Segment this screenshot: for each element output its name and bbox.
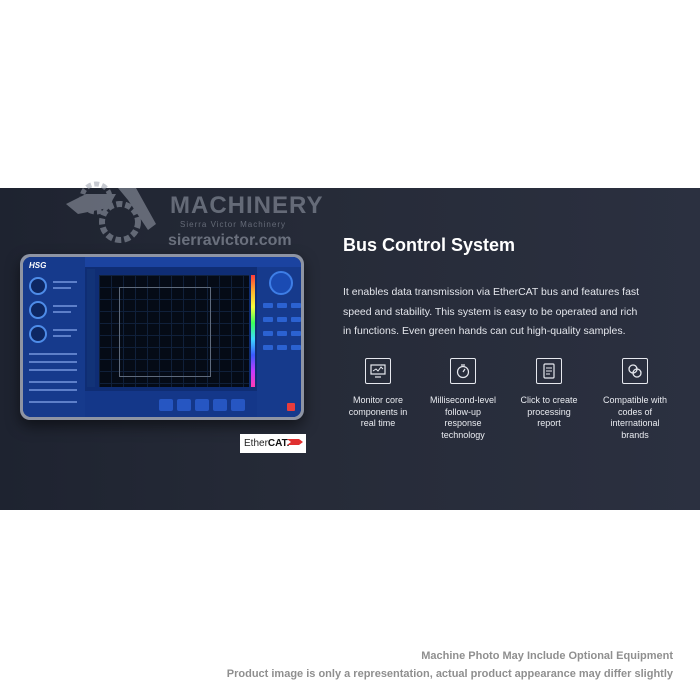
feature-report: Click to create processing report xyxy=(509,358,589,430)
link-icon xyxy=(622,358,648,384)
gauge-icon xyxy=(29,277,47,295)
control-button[interactable] xyxy=(277,345,287,350)
watermark-brand: MACHINERY xyxy=(170,192,324,219)
hsg-software-screen: HSG xyxy=(23,257,301,417)
tablet-mockup: HSG xyxy=(20,254,304,420)
hsg-logo: HSG xyxy=(29,261,47,270)
feature-label: Monitor core components in real time xyxy=(348,395,408,428)
gauge-icon xyxy=(29,325,47,343)
monitor-icon xyxy=(365,358,391,384)
feature-label: Compatible with codes of international b… xyxy=(602,395,668,440)
bottom-toolbar xyxy=(85,391,257,417)
ethercat-arrow-icon xyxy=(287,439,303,445)
control-button[interactable] xyxy=(263,331,273,336)
tool-button[interactable] xyxy=(231,399,245,411)
feature-label: Click to create processing report xyxy=(520,395,578,428)
top-menubar[interactable] xyxy=(85,257,301,267)
control-button[interactable] xyxy=(291,331,301,336)
tool-button[interactable] xyxy=(213,399,227,411)
gauge-icon xyxy=(29,301,47,319)
ethercat-suffix: CAT. xyxy=(267,438,290,449)
tool-button[interactable] xyxy=(159,399,173,411)
ethercat-prefix: Ether xyxy=(244,438,268,449)
stopwatch-icon xyxy=(450,358,476,384)
control-button[interactable] xyxy=(277,303,287,308)
control-button[interactable] xyxy=(291,303,301,308)
layer-color-palette[interactable] xyxy=(251,275,255,387)
control-button[interactable] xyxy=(291,317,301,322)
drawing-toolbar[interactable] xyxy=(87,269,95,387)
tool-button[interactable] xyxy=(177,399,191,411)
watermark-site: sierravictor.com xyxy=(168,232,292,249)
disclaimer-line-1: Machine Photo May Include Optional Equip… xyxy=(421,650,673,662)
watermark-subtitle: Sierra Victor Machinery xyxy=(180,220,286,229)
gear-logo-icon xyxy=(66,181,156,243)
tool-button[interactable] xyxy=(195,399,209,411)
control-button[interactable] xyxy=(277,331,287,336)
control-button[interactable] xyxy=(263,303,273,308)
section-title: Bus Control System xyxy=(343,235,516,255)
control-button[interactable] xyxy=(263,317,273,322)
feature-compatibility: Compatible with codes of international b… xyxy=(595,358,675,441)
report-icon xyxy=(536,358,562,384)
control-button[interactable] xyxy=(263,345,273,350)
control-button[interactable] xyxy=(291,345,301,350)
feature-label: Millisecond-level follow-up response tec… xyxy=(429,395,497,440)
section-description: It enables data transmission via EtherCA… xyxy=(343,286,640,337)
left-panel: HSG xyxy=(23,257,85,417)
disclaimer-line-2: Product image is only a representation, … xyxy=(226,668,673,680)
control-button[interactable] xyxy=(277,317,287,322)
cutting-canvas[interactable] xyxy=(99,275,249,387)
feature-monitor: Monitor core components in real time xyxy=(338,358,418,430)
watermark: MACHINERY Sierra Victor Machinery sierra… xyxy=(58,174,322,256)
stop-button[interactable] xyxy=(287,403,295,411)
jog-joystick-icon[interactable] xyxy=(269,271,293,295)
part-outline xyxy=(119,287,211,377)
feature-response: Millisecond-level follow-up response tec… xyxy=(423,358,503,441)
